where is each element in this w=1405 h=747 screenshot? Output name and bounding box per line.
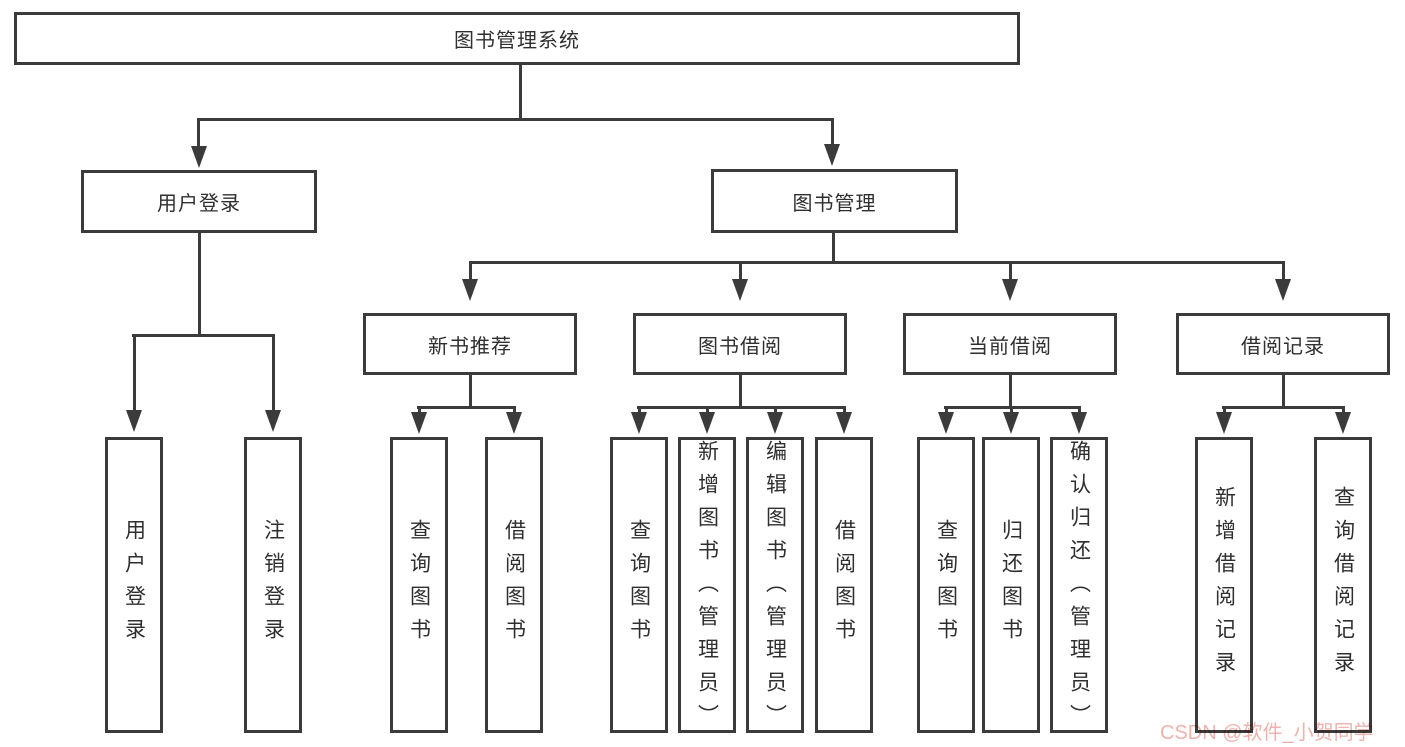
node-library-system: 图书管理系统 xyxy=(14,12,1020,65)
node-book-management-label: 图书管理 xyxy=(792,192,877,215)
connector-drop-logout-leaf xyxy=(272,334,275,412)
arrow-down-icon xyxy=(265,410,281,432)
node-borrowing-records: 借阅记录 xyxy=(1176,313,1390,375)
node-edit-book-admin-leaf-label: 编辑图书（管理员） xyxy=(763,440,787,737)
node-query-books-leaf: 查询图书 xyxy=(390,437,448,733)
node-book-borrowing-label: 图书借阅 xyxy=(698,335,782,358)
arrow-down-icon xyxy=(126,410,142,432)
node-user-login-leaf: 用户登录 xyxy=(105,437,163,733)
connector-user-login-bar xyxy=(132,334,275,337)
connector-group0-bar xyxy=(417,406,516,409)
connector-drop xyxy=(1010,407,1013,415)
node-confirm-return-admin-leaf-label: 确认归还（管理员） xyxy=(1067,440,1091,737)
connector-group1-trunk xyxy=(739,374,742,408)
node-confirm-return-admin-leaf: 确认归还（管理员） xyxy=(1050,437,1108,737)
node-borrowing-records-label: 借阅记录 xyxy=(1241,335,1325,358)
arrow-down-icon xyxy=(824,144,840,166)
arrow-down-icon xyxy=(1071,412,1087,434)
node-book-borrowing: 图书借阅 xyxy=(633,313,847,375)
node-user-login-leaf-label: 用户登录 xyxy=(122,519,146,651)
node-current-borrowing-label: 当前借阅 xyxy=(968,335,1052,358)
node-add-book-admin-leaf-label: 新增图书（管理员） xyxy=(695,440,719,737)
arrow-down-icon xyxy=(836,412,852,434)
connector-drop xyxy=(638,407,641,415)
node-borrow-books-leaf-label: 借阅图书 xyxy=(502,519,526,651)
connector-drop-user-login-leaf xyxy=(133,334,136,412)
node-edit-book-admin-leaf: 编辑图书（管理员） xyxy=(746,437,804,737)
node-query-books-leaf-label: 查询图书 xyxy=(407,519,431,651)
node-user-login: 用户登录 xyxy=(81,170,317,233)
node-logout-leaf-label: 注销登录 xyxy=(261,519,285,651)
arrow-down-icon xyxy=(1003,412,1019,434)
arrow-down-icon xyxy=(732,279,748,301)
node-current-borrowing: 当前借阅 xyxy=(903,313,1117,375)
connector-group3-bar xyxy=(1222,406,1345,409)
node-new-book-recommendation-label: 新书推荐 xyxy=(428,335,512,358)
node-logout-leaf: 注销登录 xyxy=(244,437,302,733)
connector-drop xyxy=(706,407,709,415)
arrow-down-icon xyxy=(631,412,647,434)
connector-drop-user-login xyxy=(197,118,200,148)
connector-drop xyxy=(1223,407,1226,415)
connector-drop xyxy=(1078,407,1081,415)
node-add-borrow-record-leaf: 新增借阅记录 xyxy=(1195,437,1253,733)
connector-group0-trunk xyxy=(469,374,472,408)
node-book-management: 图书管理 xyxy=(711,169,958,233)
arrow-down-icon xyxy=(938,412,954,434)
arrow-down-icon xyxy=(1335,412,1351,434)
node-new-book-recommendation: 新书推荐 xyxy=(363,313,577,375)
connector-root-trunk xyxy=(519,64,522,120)
connector-level3-bar xyxy=(469,261,1285,264)
arrow-down-icon xyxy=(1275,279,1291,301)
connector-drop xyxy=(774,407,777,415)
node-return-books-leaf: 归还图书 xyxy=(982,437,1040,733)
connector-drop xyxy=(418,407,421,415)
arrow-down-icon xyxy=(411,412,427,434)
connector-drop-book-management xyxy=(831,118,834,146)
arrow-down-icon xyxy=(767,412,783,434)
connector-drop xyxy=(843,407,846,415)
connector-book-management-trunk xyxy=(832,233,835,263)
watermark: CSDN @软件_小贺同学 xyxy=(1160,722,1374,744)
connector-drop xyxy=(945,407,948,415)
node-query-books-leaf: 查询图书 xyxy=(610,437,668,733)
connector-drop-current-borrowing xyxy=(1009,262,1012,281)
connector-drop-borrowing-records xyxy=(1282,262,1285,281)
connector-drop-book-borrowing xyxy=(739,262,742,281)
connector-drop xyxy=(513,407,516,415)
connector-level1-bar xyxy=(198,118,833,121)
connector-group1-bar xyxy=(637,406,846,409)
node-query-borrow-record-leaf: 查询借阅记录 xyxy=(1314,437,1372,733)
arrow-down-icon xyxy=(506,412,522,434)
arrow-down-icon xyxy=(191,146,207,168)
node-query-books-leaf-label: 查询图书 xyxy=(934,519,958,651)
node-add-book-admin-leaf: 新增图书（管理员） xyxy=(678,437,736,737)
connector-drop-new-book xyxy=(469,262,472,281)
node-library-system-label: 图书管理系统 xyxy=(454,30,580,52)
node-query-books-leaf-label: 查询图书 xyxy=(627,519,651,651)
connector-user-login-trunk xyxy=(198,232,201,336)
node-borrow-books-leaf: 借阅图书 xyxy=(485,437,543,733)
connector-group3-trunk xyxy=(1282,374,1285,408)
arrow-down-icon xyxy=(462,279,478,301)
arrow-down-icon xyxy=(1216,412,1232,434)
connector-group2-trunk xyxy=(1009,374,1012,408)
arrow-down-icon xyxy=(699,412,715,434)
arrow-down-icon xyxy=(1002,279,1018,301)
node-return-books-leaf-label: 归还图书 xyxy=(999,519,1023,651)
node-query-borrow-record-leaf-label: 查询借阅记录 xyxy=(1331,486,1355,684)
connector-drop xyxy=(1342,407,1345,415)
node-borrow-books-leaf: 借阅图书 xyxy=(815,437,873,733)
node-borrow-books-leaf-label: 借阅图书 xyxy=(832,519,856,651)
node-add-borrow-record-leaf-label: 新增借阅记录 xyxy=(1212,486,1236,684)
node-query-books-leaf: 查询图书 xyxy=(917,437,975,733)
node-user-login-label: 用户登录 xyxy=(157,193,241,215)
